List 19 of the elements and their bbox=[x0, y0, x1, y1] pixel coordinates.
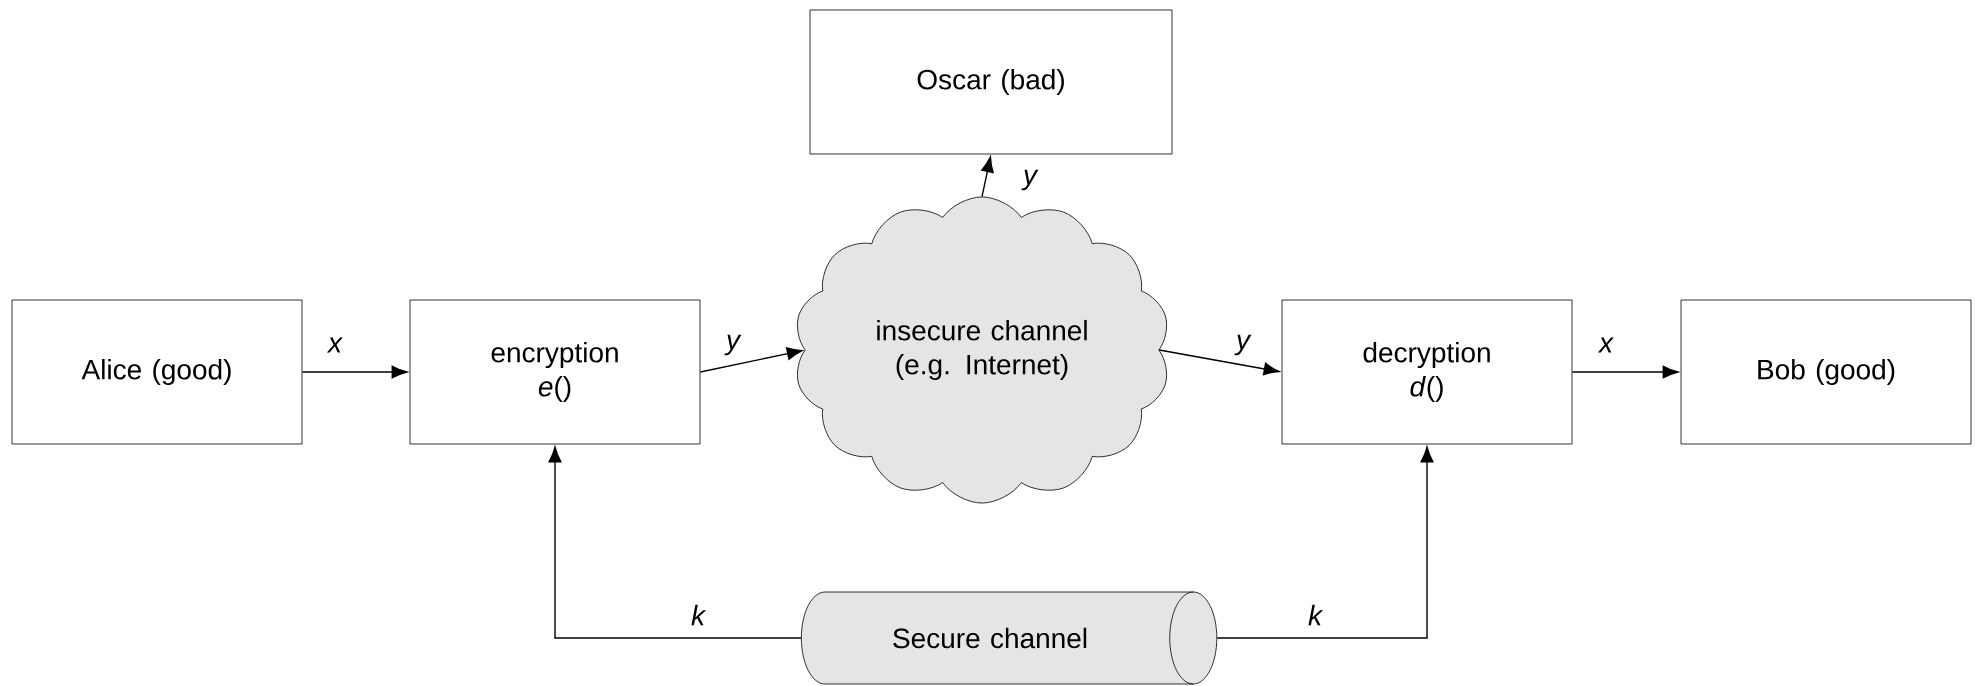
process-box: Oscar (bad) bbox=[809, 9, 1173, 155]
edge-label: k bbox=[1306, 602, 1324, 628]
arrow bbox=[981, 156, 994, 198]
edge-label: k bbox=[689, 602, 707, 628]
process-box: decryption d() bbox=[1281, 299, 1573, 445]
arrow bbox=[699, 347, 803, 373]
arrow bbox=[1158, 349, 1280, 376]
edge-label: y bbox=[1021, 167, 1039, 193]
process-box: Bob (good) bbox=[1680, 299, 1972, 445]
process-box: Alice (good) bbox=[11, 299, 303, 445]
edge-label: x bbox=[1597, 335, 1615, 355]
edge-label: x bbox=[326, 335, 344, 355]
arrow bbox=[301, 365, 408, 379]
process-box: encryption e() bbox=[409, 299, 701, 445]
edge-label: y bbox=[724, 332, 742, 358]
arrow bbox=[548, 446, 802, 639]
arrow bbox=[1571, 365, 1679, 379]
arrow bbox=[1216, 446, 1434, 639]
edge-label: y bbox=[1234, 332, 1252, 358]
